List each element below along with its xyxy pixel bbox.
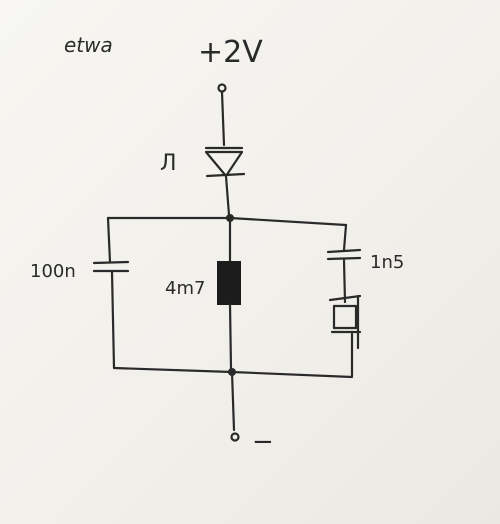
- wire-left-bottom: [110, 270, 116, 370]
- crystal-symbol: [328, 294, 362, 350]
- note-text: etwa: [64, 33, 113, 57]
- top-rail: [106, 216, 348, 227]
- capacitor-right-symbol: [326, 248, 362, 261]
- cap-right-label: 1n5: [370, 252, 404, 273]
- wire-right-mid: [342, 258, 347, 304]
- resistor-label: 4m7: [165, 278, 205, 299]
- supply-terminal: [217, 83, 227, 93]
- diode-label: Л: [160, 151, 177, 176]
- wire-diode-to-node: [224, 174, 231, 217]
- diode-symbol: [204, 146, 246, 178]
- wire-left-top: [106, 216, 112, 264]
- cap-left-label: 100n: [30, 261, 76, 282]
- capacitor-left-symbol: [92, 260, 130, 273]
- wire-supply-to-diode: [220, 90, 226, 147]
- supply-label: +2V: [198, 35, 263, 70]
- wire-to-ground: [230, 370, 236, 432]
- resistor-symbol: [217, 261, 241, 305]
- wire-center-bottom: [228, 302, 233, 371]
- ground-terminal: [230, 432, 240, 442]
- ground-label: −: [252, 427, 274, 457]
- wire-right-top: [342, 223, 348, 252]
